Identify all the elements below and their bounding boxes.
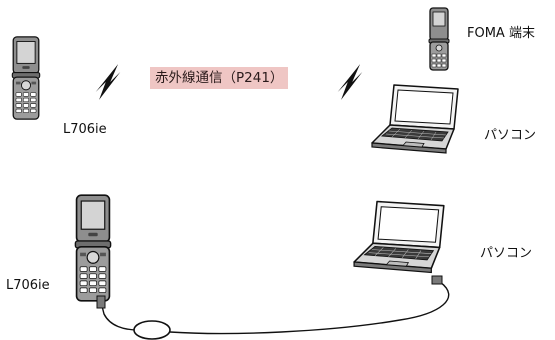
laptop-icon-top: [371, 84, 459, 154]
bottom-phone-label: L706ie: [6, 278, 50, 293]
bottom-pc-label: パソコン: [480, 246, 532, 261]
foma-label: FOMA 端末: [467, 26, 535, 41]
laptop-icon-bottom: [353, 200, 445, 274]
top-phone-label: L706ie: [63, 122, 107, 137]
infrared-signal-icon-right: [337, 64, 363, 100]
infrared-signal-icon-left: [95, 64, 121, 100]
foma-terminal-icon: [428, 7, 450, 71]
phone-icon-top: [11, 36, 41, 120]
top-pc-label: パソコン: [484, 128, 536, 143]
infrared-communication-label: 赤外線通信（P241）: [150, 67, 289, 89]
usb-cable: [96, 275, 450, 340]
phone-icon-bottom: [74, 194, 112, 302]
